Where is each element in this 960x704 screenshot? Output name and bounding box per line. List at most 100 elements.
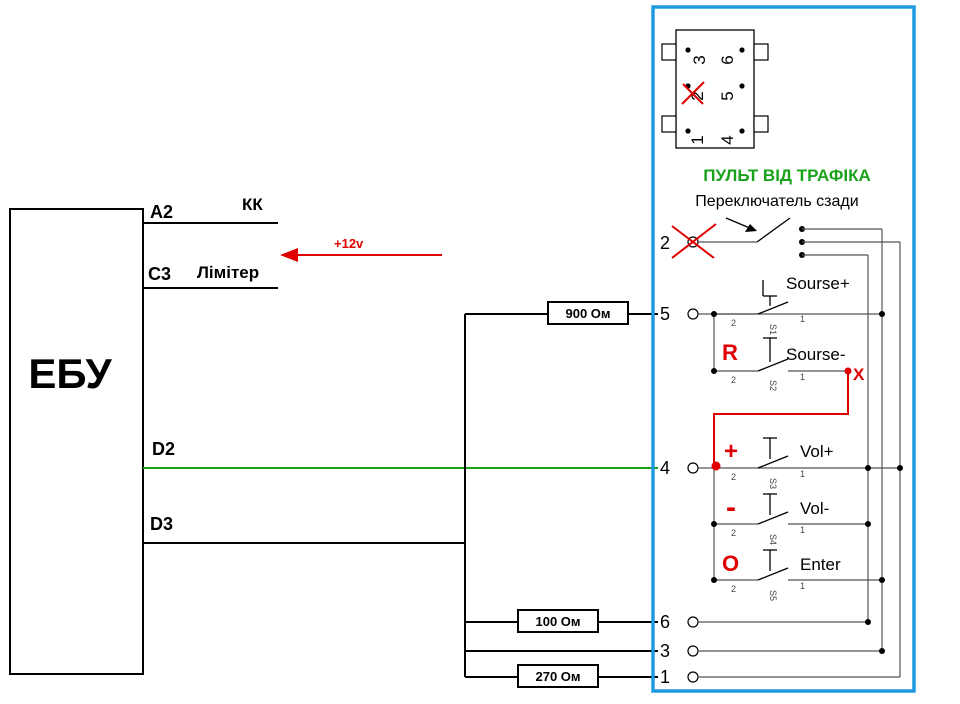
- rear-switch-label: Переключатель сзади: [695, 193, 858, 210]
- connector-tab-tr: [753, 43, 769, 61]
- ecu-block: [9, 208, 144, 675]
- supply-arrow-head: [280, 248, 298, 262]
- connector-pin-4: 4: [718, 135, 737, 144]
- switch-blade: [757, 455, 789, 469]
- switch-s5-pin-right: 1: [800, 581, 805, 591]
- switch-blade: [757, 567, 789, 581]
- connector-pin-2: 2: [688, 91, 707, 100]
- connector-tab-tl: [661, 43, 677, 61]
- switch-s2: Sourse- S2 2 1: [711, 337, 848, 391]
- annotation-r: R: [722, 340, 738, 365]
- switch-blade: [757, 358, 789, 372]
- terminal-circle: [687, 645, 699, 657]
- resistor-100-label: 100 Ом: [535, 614, 580, 629]
- switch-s3-pin-right: 1: [800, 469, 805, 479]
- switch-s5-ref: S5: [768, 590, 778, 601]
- connector-dot: [739, 83, 745, 89]
- switch-lever: [756, 217, 791, 243]
- switch-s4-pin-left: 2: [731, 528, 736, 538]
- resistor-900: [547, 301, 629, 325]
- switch-s5: Enter S5 2 1: [711, 549, 885, 601]
- pin-d2-label: D2: [152, 439, 175, 459]
- cross-out-connector-pin2: [682, 83, 704, 105]
- switch-arrow: [725, 217, 753, 230]
- terminal-circle: [687, 308, 699, 320]
- junction-dot: [865, 521, 871, 527]
- limiter-label: Лімітер: [197, 263, 259, 282]
- junction-dot: [879, 311, 885, 317]
- switch-s4-label: Vol-: [800, 499, 829, 518]
- red-jumper-wire: [713, 371, 849, 468]
- resistor-270-label: 270 Ом: [535, 669, 580, 684]
- switch-s1-pin-right: 1: [800, 314, 805, 324]
- junction-dot: [897, 465, 903, 471]
- terminal-3: 3: [660, 641, 670, 661]
- switch-s4-ref: S4: [768, 534, 778, 545]
- annotation-o: O: [722, 551, 739, 576]
- switch-s3-label: Vol+: [800, 442, 834, 461]
- switch-s3: Vol+ S3 2 1: [731, 437, 871, 489]
- terminal-circle: [687, 462, 699, 474]
- junction-dot: [879, 577, 885, 583]
- resistor-270: [517, 664, 599, 688]
- junction-dot: [879, 648, 885, 654]
- junction-dot: [865, 465, 871, 471]
- pin-c3-label: C3: [148, 264, 171, 284]
- junction-dot: [711, 521, 717, 527]
- terminal-circle: [687, 616, 699, 628]
- connector-dot: [685, 47, 691, 53]
- junction-dot: [711, 311, 717, 317]
- connector-pin-6: 6: [718, 55, 737, 64]
- terminal-circle: [687, 671, 699, 683]
- switch-s2-label: Sourse-: [786, 345, 846, 364]
- connector-pin-1: 1: [688, 135, 707, 144]
- junction-dot: [711, 577, 717, 583]
- switch-s5-pin-left: 2: [731, 584, 736, 594]
- switch-s3-ref: S3: [768, 478, 778, 489]
- switch-s1: Sourse+ S1 2 1: [711, 274, 885, 335]
- rear-switch: [671, 217, 901, 677]
- connector-dot: [739, 128, 745, 134]
- remote-frame: [651, 5, 916, 693]
- switch-arrow-head: [745, 224, 757, 232]
- terminal-2: 2: [660, 233, 670, 253]
- switch-s1-pin-left: 2: [731, 318, 736, 328]
- annotation-minus: -: [726, 491, 736, 524]
- switch-s1-ref: S1: [768, 324, 778, 335]
- connector-dot: [685, 128, 691, 134]
- junction-dot: [865, 619, 871, 625]
- switch-s2-pin-right: 1: [800, 372, 805, 382]
- connector-diagram: 3 6 2 5 1 4: [661, 29, 769, 149]
- pin-a2-label: A2: [150, 202, 173, 222]
- red-jumper-node: [844, 367, 852, 375]
- red-jumper-node: [711, 461, 721, 471]
- terminal-4: 4: [660, 458, 670, 478]
- connector-dot: [739, 47, 745, 53]
- terminal-5: 5: [660, 304, 670, 324]
- resistor-900-label: 900 Ом: [565, 306, 610, 321]
- terminal-6: 6: [660, 612, 670, 632]
- switch-s3-pin-left: 2: [731, 472, 736, 482]
- switch-s4-pin-right: 1: [800, 525, 805, 535]
- cross-out-terminal-2: [671, 223, 717, 259]
- annotation-plus: +: [724, 438, 738, 465]
- connector-pin-3: 3: [690, 55, 709, 64]
- annotation-x: X: [853, 365, 865, 384]
- switch-s5-label: Enter: [800, 555, 841, 574]
- switch-blade: [757, 301, 789, 315]
- junction-dot: [711, 368, 717, 374]
- supply-label: +12v: [334, 236, 364, 251]
- switch-blade: [757, 511, 789, 525]
- remote-title: ПУЛЬТ ВІД ТРАФІКА: [703, 166, 871, 185]
- terminal-1: 1: [660, 667, 670, 687]
- switch-s1-label: Sourse+: [786, 274, 850, 293]
- switch-s4: Vol- S4 2 1: [711, 493, 871, 545]
- switch-s2-pin-left: 2: [731, 375, 736, 385]
- ecu-label: ЕБУ: [28, 350, 112, 397]
- resistor-100: [517, 609, 599, 633]
- switch-s2-ref: S2: [768, 380, 778, 391]
- kk-label: КК: [242, 195, 263, 214]
- connector-tab-bl: [661, 115, 677, 133]
